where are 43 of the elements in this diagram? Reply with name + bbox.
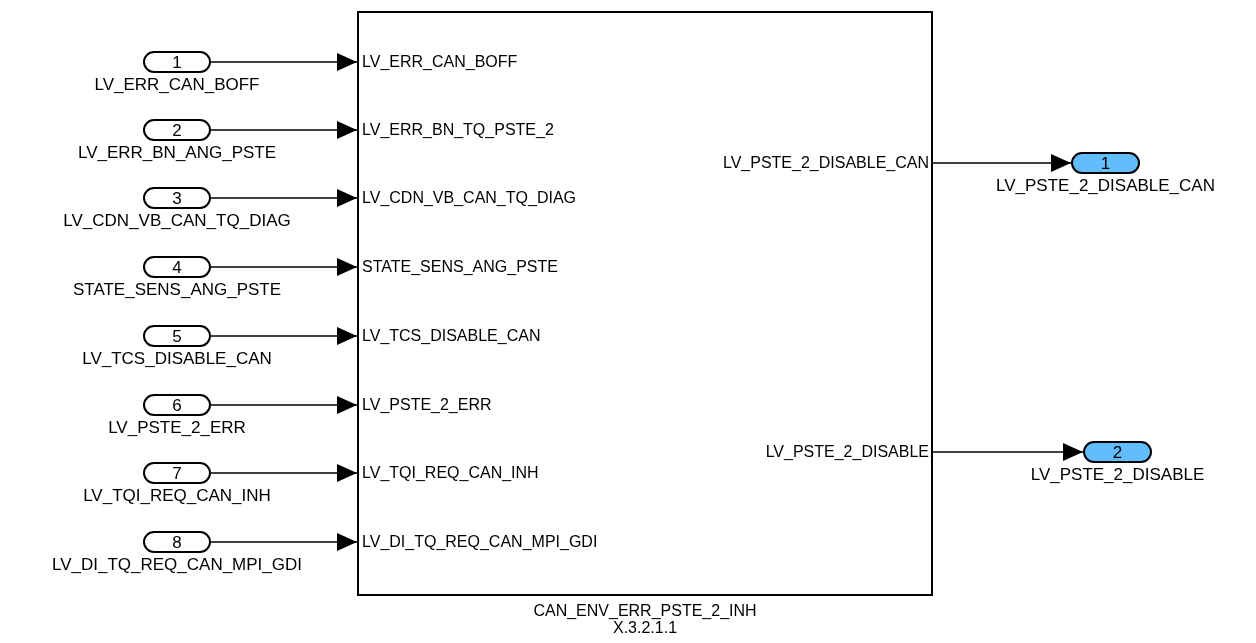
outport-pill: 1	[1071, 152, 1140, 174]
inport-pill: 6	[143, 394, 211, 416]
port-name: LV_ERR_CAN_BOFF	[94, 75, 260, 95]
port-name: LV_DI_TQ_REQ_CAN_MPI_GDI	[52, 555, 302, 575]
port-name: LV_PSTE_2_DISABLE_CAN	[996, 176, 1215, 196]
signal-arrow	[932, 154, 1072, 172]
block-name: CAN_ENV_ERR_PSTE_2_INH	[533, 602, 757, 620]
inport-pill: 7	[143, 462, 211, 484]
port-label: STATE_SENS_ANG_PSTE	[362, 257, 558, 277]
port-label: LV_ERR_BN_TQ_PSTE_2	[362, 120, 554, 140]
port-label: LV_PSTE_2_ERR	[362, 395, 492, 415]
signal-arrow	[210, 121, 358, 139]
inport-pill: 8	[143, 531, 211, 553]
port-name: LV_TQI_REQ_CAN_INH	[83, 486, 271, 506]
port-name: LV_CDN_VB_CAN_TQ_DIAG	[63, 211, 291, 231]
inport-pill: 5	[143, 325, 211, 347]
port-name: LV_TCS_DISABLE_CAN	[82, 349, 272, 369]
port-label: LV_DI_TQ_REQ_CAN_MPI_GDI	[362, 532, 598, 552]
port-name: LV_PSTE_2_ERR	[108, 418, 246, 438]
inport-pill: 1	[143, 51, 211, 73]
outport-pill: 2	[1083, 441, 1152, 463]
inport-pill: 2	[143, 119, 211, 141]
signal-arrow	[210, 53, 358, 71]
port-label: LV_TCS_DISABLE_CAN	[362, 326, 541, 346]
inport-pill: 4	[143, 256, 211, 278]
port-name: STATE_SENS_ANG_PSTE	[72, 280, 282, 300]
subsystem-block	[357, 11, 933, 596]
port-name: LV_PSTE_2_DISABLE	[1030, 465, 1205, 485]
signal-arrow	[210, 396, 358, 414]
signal-arrow	[210, 464, 358, 482]
signal-arrow	[210, 533, 358, 551]
inport-pill: 3	[143, 187, 211, 209]
signal-arrow	[932, 443, 1084, 461]
port-name: LV_ERR_BN_ANG_PSTE	[77, 143, 277, 163]
block-number: X.3.2.1.1	[613, 619, 677, 637]
port-label: LV_TQI_REQ_CAN_INH	[362, 463, 539, 483]
signal-arrow	[210, 189, 358, 207]
port-label: LV_ERR_CAN_BOFF	[362, 52, 518, 72]
signal-arrow	[210, 327, 358, 345]
signal-arrow	[210, 258, 358, 276]
port-label: LV_CDN_VB_CAN_TQ_DIAG	[362, 188, 576, 208]
port-label: LV_PSTE_2_DISABLE_CAN	[722, 153, 929, 173]
port-label: LV_PSTE_2_DISABLE	[765, 442, 929, 462]
